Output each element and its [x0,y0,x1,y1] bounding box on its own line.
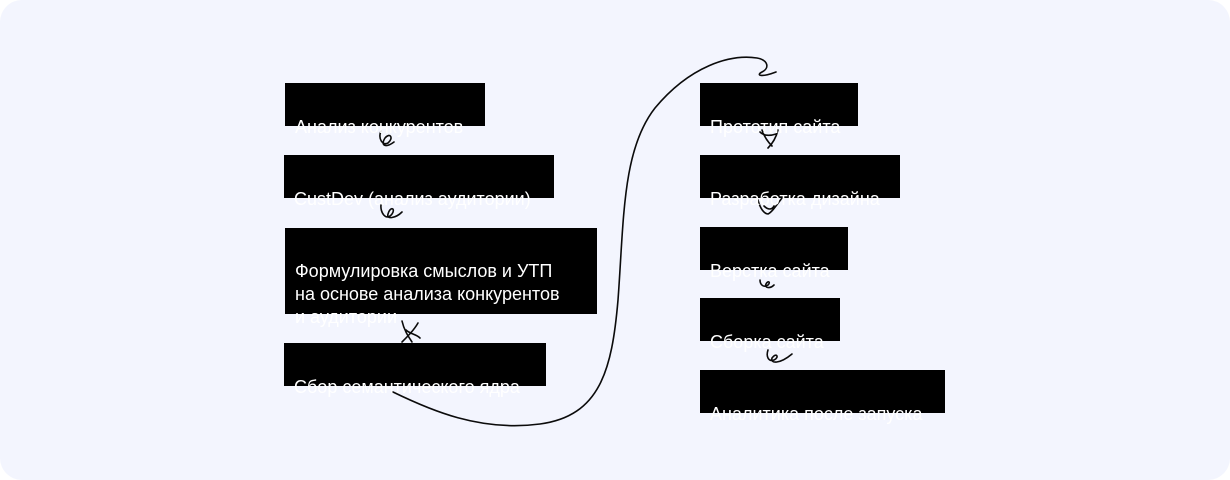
step-analytics: Аналитика после запуска [700,370,945,424]
step-design: Разработка дизайна [700,155,900,209]
step-semantic-core: Сбор семантического ядра [284,343,546,397]
step-markup: Верстка сайта [700,227,848,281]
step-usp-formulation: Формулировка смыслов и УТП на основе ана… [285,228,597,327]
step-label: Анализ конкурентов [295,117,464,137]
step-label: Формулировка смыслов и УТП на основе ана… [295,261,560,327]
step-label: Разработка дизайна [710,189,880,209]
step-label: Аналитика после запуска [710,404,923,424]
step-assembly: Сборка сайта [700,298,840,352]
step-label: CustDev (анализ аудитории) [294,189,531,209]
step-competitor-analysis: Анализ конкурентов [285,83,485,137]
step-label: Верстка сайта [710,261,830,281]
arrow-3 [401,320,421,343]
step-custdev: CustDev (анализ аудитории) [284,155,554,209]
step-prototype: Прототип сайта [700,83,858,137]
step-label: Сборка сайта [710,332,824,352]
step-label: Сбор семантического ядра [294,377,520,397]
step-label: Прототип сайта [710,117,841,137]
